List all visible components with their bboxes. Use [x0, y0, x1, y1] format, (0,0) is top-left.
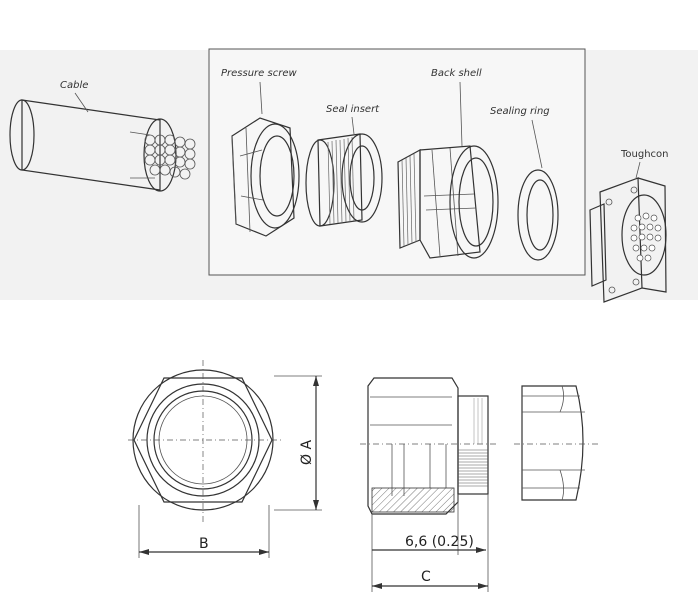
toughcon-label: Toughcon: [620, 149, 669, 160]
cable-wires: [129, 131, 196, 180]
dimension-drawing: Ø A B: [128, 360, 598, 592]
pressure-screw-illustration: [231, 117, 300, 237]
back-shell-leader: [459, 81, 463, 147]
dim-c-label: C: [421, 569, 431, 585]
cable-illustration: [9, 99, 196, 192]
side-view: 6,6 (0.25) C: [360, 377, 496, 592]
thread-portion: [457, 395, 489, 495]
back-shell-illustration: [397, 145, 499, 259]
sealing-ring-leader: [531, 119, 543, 169]
dim-thread-label: 6,6 (0.25): [405, 534, 474, 550]
section-hatch: [371, 487, 455, 513]
sealing-ring-illustration: [517, 169, 559, 261]
assembly-frame: [208, 48, 586, 276]
dim-b-label: B: [199, 536, 209, 552]
cable-label: Cable: [60, 80, 88, 91]
front-view: Ø A B: [128, 360, 322, 558]
cable-leader: [74, 92, 89, 113]
seal-insert-illustration: [305, 133, 383, 227]
toughcon-connector-illustration: [589, 177, 667, 303]
seal-insert-ribs: [327, 136, 355, 225]
toughcon-leader: [635, 161, 641, 179]
sealing-ring-label: Sealing ring: [490, 106, 550, 117]
back-shell-label: Back shell: [431, 68, 482, 79]
pressure-screw-label: Pressure screw: [221, 68, 297, 79]
pressure-screw-leader: [259, 81, 263, 115]
seal-insert-leader: [351, 116, 355, 135]
exploded-view: Cable Pressure screw Seal insert: [0, 48, 698, 303]
seal-insert-label: Seal insert: [326, 104, 380, 115]
toughcon-pins: [630, 212, 662, 262]
cap-side-view: [514, 385, 598, 501]
dim-a-label: Ø A: [299, 440, 315, 465]
